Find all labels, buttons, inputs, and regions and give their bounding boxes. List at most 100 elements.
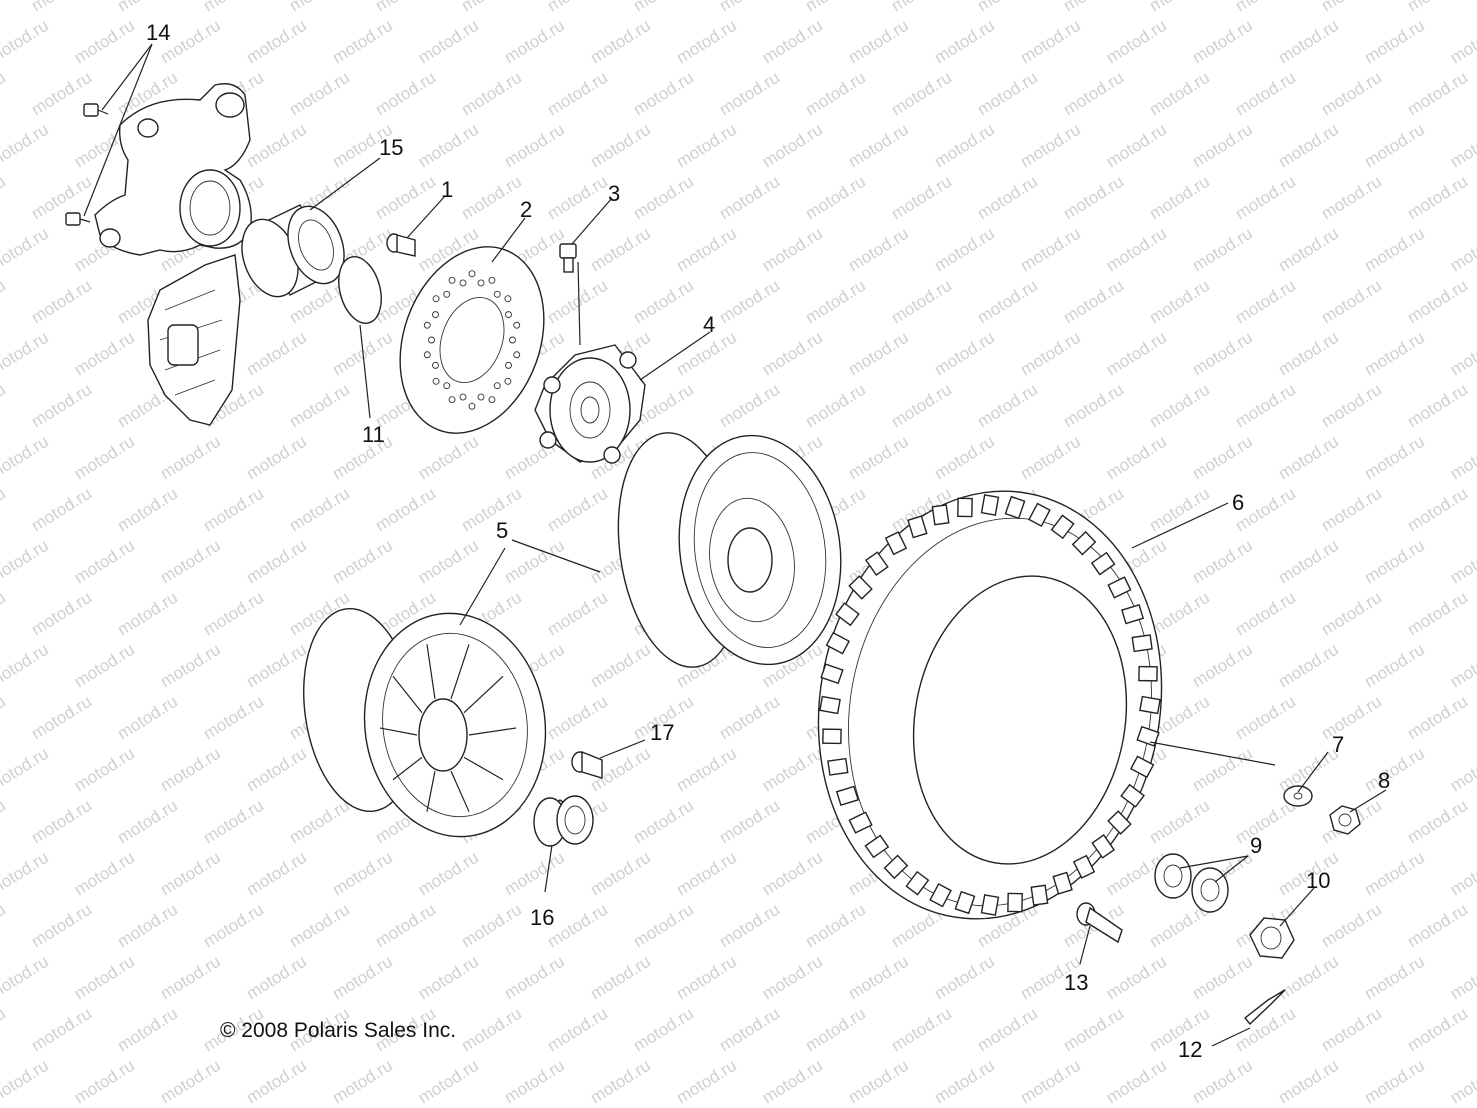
watermark-text: motod.ru xyxy=(501,16,568,68)
watermark-text: motod.ru xyxy=(415,952,482,1004)
callout-5: 5 xyxy=(496,518,508,543)
watermark-text: motod.ru xyxy=(802,1004,869,1056)
watermark-text: motod.ru xyxy=(587,120,654,172)
watermark-text: motod.ru xyxy=(157,640,224,692)
watermark-text: motod.ru xyxy=(372,68,439,120)
watermark-text: motod.ru xyxy=(157,1056,224,1108)
watermark-text: motod.ru xyxy=(1060,172,1127,224)
watermark-text: motod.ru xyxy=(1447,328,1477,380)
watermark-text: motod.ru xyxy=(71,328,138,380)
watermark-text: motod.ru xyxy=(845,120,912,172)
watermark-text: motod.ru xyxy=(802,380,869,432)
watermark-text: motod.ru xyxy=(1361,744,1428,796)
watermark-text: motod.ru xyxy=(544,1004,611,1056)
watermark-text: motod.ru xyxy=(587,952,654,1004)
watermark-text: motod.ru xyxy=(200,484,267,536)
watermark-text: motod.ru xyxy=(1232,276,1299,328)
watermark-text: motod.ru xyxy=(888,1004,955,1056)
watermark-text: motod.ru xyxy=(157,952,224,1004)
watermark-text: motod.ru xyxy=(845,952,912,1004)
watermark-text: motod.ru xyxy=(716,0,783,15)
watermark-text: motod.ru xyxy=(243,328,310,380)
watermark-text: motod.ru xyxy=(1146,172,1213,224)
watermark-text: motod.ru xyxy=(1361,432,1428,484)
part-nut-small xyxy=(1329,805,1361,835)
watermark-text: motod.ru xyxy=(157,432,224,484)
watermark-text: motod.ru xyxy=(71,848,138,900)
part-wheel-hub xyxy=(534,344,646,464)
watermark-text: motod.ru xyxy=(716,276,783,328)
watermark-text: motod.ru xyxy=(1146,484,1213,536)
watermark-text: motod.ru xyxy=(845,16,912,68)
watermark-text: motod.ru xyxy=(716,172,783,224)
watermark-text: motod.ru xyxy=(28,172,95,224)
watermark-text: motod.ru xyxy=(286,380,353,432)
watermark-text: motod.ru xyxy=(802,900,869,952)
watermark-text: motod.ru xyxy=(415,432,482,484)
watermark-text: motod.ru xyxy=(716,796,783,848)
watermark-text: motod.ru xyxy=(458,172,525,224)
watermark-text: motod.ru xyxy=(0,0,9,15)
watermark-text: motod.ru xyxy=(1189,224,1256,276)
watermark-text: motod.ru xyxy=(759,952,826,1004)
watermark-text: motod.ru xyxy=(1275,952,1342,1004)
watermark-text: motod.ru xyxy=(1447,952,1477,1004)
watermark-text: motod.ru xyxy=(415,536,482,588)
part-disc-pin xyxy=(386,233,416,257)
watermark-text: motod.ru xyxy=(200,796,267,848)
watermark-text: motod.ru xyxy=(845,328,912,380)
watermark-text: motod.ru xyxy=(587,640,654,692)
watermark-text: motod.ru xyxy=(0,1004,9,1056)
watermark-text: motod.ru xyxy=(0,640,52,692)
watermark-text: motod.ru xyxy=(286,0,353,15)
watermark-text: motod.ru xyxy=(0,848,52,900)
watermark-text: motod.ru xyxy=(71,640,138,692)
watermark-text: motod.ru xyxy=(28,588,95,640)
watermark-text: motod.ru xyxy=(1232,692,1299,744)
watermark-text: motod.ru xyxy=(415,1056,482,1108)
watermark-text: motod.ru xyxy=(673,848,740,900)
watermark-text: motod.ru xyxy=(1275,120,1342,172)
watermark-text: motod.ru xyxy=(0,900,9,952)
watermark-text: motod.ru xyxy=(1103,432,1170,484)
watermark-text: motod.ru xyxy=(0,536,52,588)
watermark-text: motod.ru xyxy=(931,224,998,276)
watermark-text: motod.ru xyxy=(1318,692,1385,744)
watermark-text: motod.ru xyxy=(974,68,1041,120)
watermark-text: motod.ru xyxy=(200,692,267,744)
watermark-text: motod.ru xyxy=(0,796,9,848)
watermark-text: motod.ru xyxy=(673,952,740,1004)
watermark-text: motod.ru xyxy=(372,484,439,536)
part-snap-ring xyxy=(338,256,382,324)
callout-7: 7 xyxy=(1332,732,1344,757)
watermark-text: motod.ru xyxy=(673,744,740,796)
watermark-text: motod.ru xyxy=(1404,172,1471,224)
watermark-text: motod.ru xyxy=(1447,640,1477,692)
watermark-text: motod.ru xyxy=(501,848,568,900)
watermark-text: motod.ru xyxy=(28,692,95,744)
watermark-text: motod.ru xyxy=(544,692,611,744)
watermark-text: motod.ru xyxy=(415,848,482,900)
leader-lines xyxy=(83,43,1387,1047)
watermark-text: motod.ru xyxy=(329,1056,396,1108)
watermark-text: motod.ru xyxy=(1275,536,1342,588)
callout-14: 14 xyxy=(146,20,170,45)
watermark-text: motod.ru xyxy=(1404,276,1471,328)
watermark-text: motod.ru xyxy=(0,172,9,224)
watermark-text: motod.ru xyxy=(415,16,482,68)
watermark-text: motod.ru xyxy=(1189,16,1256,68)
watermark-text: motod.ru xyxy=(802,172,869,224)
watermark-text: motod.ru xyxy=(888,172,955,224)
watermark-text: motod.ru xyxy=(501,952,568,1004)
watermark-text: motod.ru xyxy=(1189,1056,1256,1108)
watermark-text: motod.ru xyxy=(200,0,267,15)
callout-12: 12 xyxy=(1178,1037,1202,1062)
watermark-text: motod.ru xyxy=(243,120,310,172)
watermark-text: motod.ru xyxy=(501,536,568,588)
watermark-text: motod.ru xyxy=(1146,276,1213,328)
watermark-text: motod.ru xyxy=(673,1056,740,1108)
watermark-text: motod.ru xyxy=(1146,0,1213,15)
watermark-text: motod.ru xyxy=(372,172,439,224)
watermark-text: motod.ru xyxy=(1447,744,1477,796)
